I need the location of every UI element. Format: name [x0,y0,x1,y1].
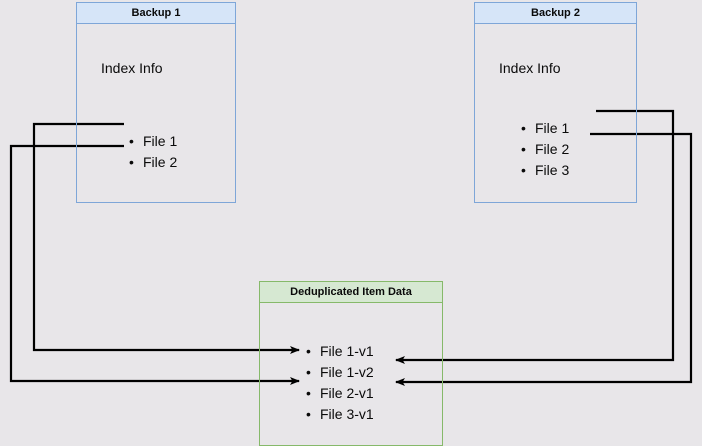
backup-2-body: Index Info File 1 File 2 File 3 [475,24,636,202]
backup-2-file-list: File 1 File 2 File 3 [520,118,569,181]
list-item[interactable]: File 2-v1 [305,383,374,404]
list-item[interactable]: File 2 [128,152,177,173]
backup-2-title: Backup 2 [475,3,636,24]
backup-1-file-list: File 1 File 2 [128,131,177,173]
deduplicated-item-data-body: File 1-v1 File 1-v2 File 2-v1 File 3-v1 [260,303,442,445]
list-item[interactable]: File 1 [520,118,569,139]
backup-2-index-label: Index Info [499,60,561,76]
list-item[interactable]: File 2 [520,139,569,160]
backup-1-index-label: Index Info [101,60,163,76]
deduplicated-item-list: File 1-v1 File 1-v2 File 2-v1 File 3-v1 [305,341,374,425]
backup-1-body: Index Info File 1 File 2 [77,24,235,202]
deduplicated-item-data-title: Deduplicated Item Data [260,282,442,303]
list-item[interactable]: File 3-v1 [305,404,374,425]
list-item[interactable]: File 3 [520,160,569,181]
backup-1-title: Backup 1 [77,3,235,24]
list-item[interactable]: File 1 [128,131,177,152]
backup-1-box[interactable]: Backup 1 Index Info File 1 File 2 [76,2,236,203]
backup-2-box[interactable]: Backup 2 Index Info File 1 File 2 File 3 [474,2,637,203]
list-item[interactable]: File 1-v1 [305,341,374,362]
deduplicated-item-data-box[interactable]: Deduplicated Item Data File 1-v1 File 1-… [259,281,443,446]
list-item[interactable]: File 1-v2 [305,362,374,383]
